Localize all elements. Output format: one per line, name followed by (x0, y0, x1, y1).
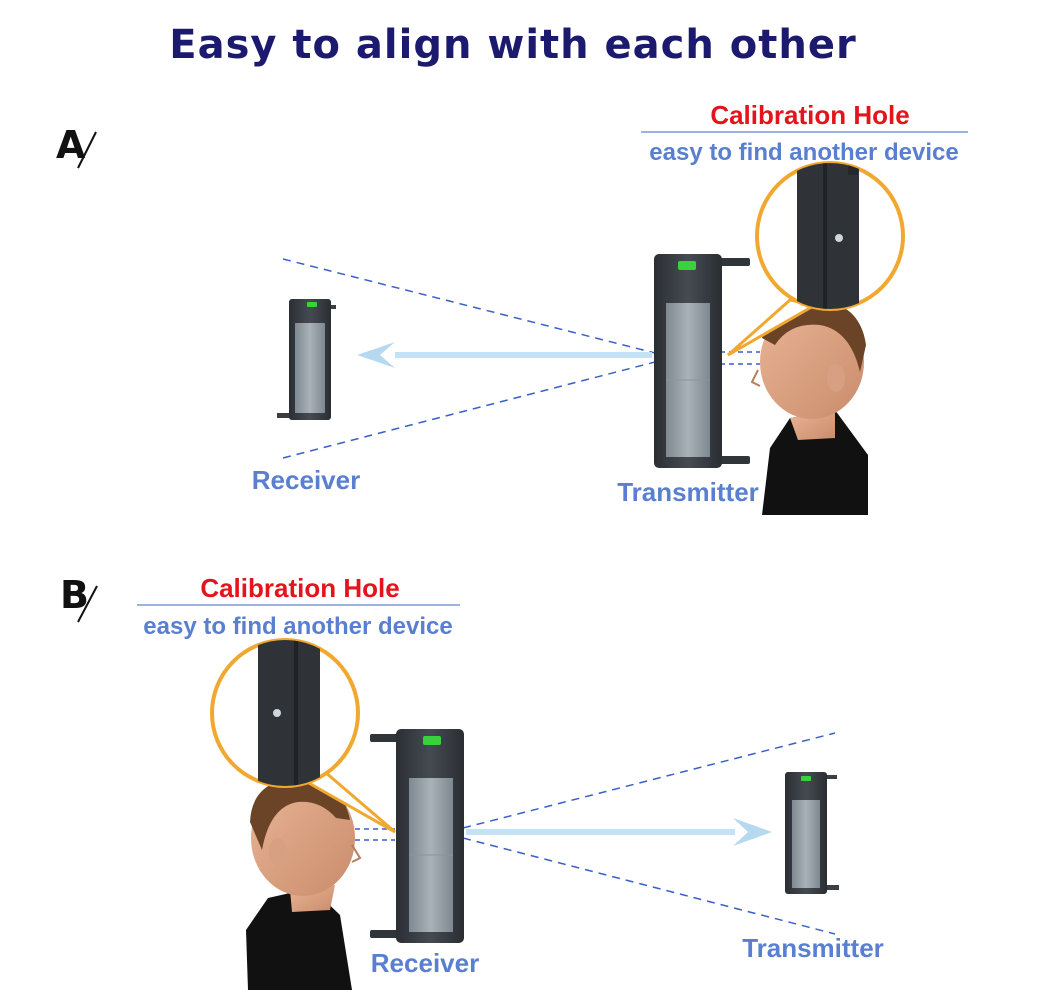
beam-boundary-bottom (462, 837, 836, 935)
callout-title: Calibration Hole (200, 573, 399, 603)
callout-subtitle: easy to find another device (143, 613, 452, 640)
beam-arrow (466, 818, 772, 846)
level-indicator (801, 776, 811, 781)
beam-boundary-top (282, 258, 656, 354)
panel-b: B Calibration Hole easy to find another … (60, 573, 884, 990)
callout-subtitle: easy to find another device (649, 139, 958, 166)
calibration-hole (273, 709, 281, 717)
transmitter-device (654, 254, 750, 468)
person-head (246, 778, 362, 990)
level-indicator (423, 736, 441, 745)
panel-a-marker: A (56, 123, 97, 169)
calibration-hole (835, 234, 843, 242)
panel-a: A (56, 100, 968, 515)
beam-boundary-bottom (282, 361, 656, 459)
receiver-label: Receiver (252, 465, 360, 495)
beam-arrow (357, 342, 652, 368)
callout-title: Calibration Hole (710, 100, 909, 130)
receiver-label: Receiver (371, 948, 479, 978)
level-indicator (678, 261, 696, 270)
calibration-hole-callout (210, 638, 396, 834)
level-indicator (307, 302, 317, 307)
transmitter-label: Transmitter (617, 477, 759, 507)
page-title: Easy to align with each other (169, 22, 856, 68)
receiver-device (277, 299, 336, 420)
transmitter-device (785, 772, 839, 894)
panel-b-marker: B (60, 573, 98, 623)
svg-text:A: A (56, 123, 86, 167)
person-head (750, 300, 868, 515)
calibration-hole-callout (727, 161, 905, 357)
receiver-device (370, 729, 464, 943)
transmitter-label: Transmitter (742, 933, 884, 963)
beam-boundary-top (462, 732, 836, 829)
